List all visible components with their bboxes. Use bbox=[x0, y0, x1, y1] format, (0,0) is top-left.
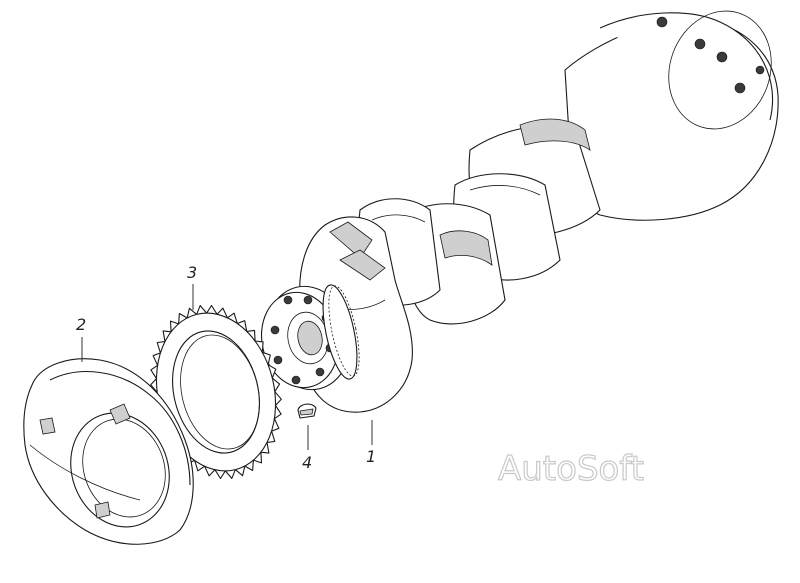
counterweight-drawing bbox=[23, 358, 194, 545]
callout-4: 4 bbox=[302, 453, 312, 472]
gear-ring-drawing bbox=[150, 304, 282, 480]
key-drawing bbox=[297, 403, 317, 419]
callout-2: 2 bbox=[76, 315, 86, 334]
crankshaft-drawing bbox=[260, 10, 779, 413]
callout-3: 3 bbox=[187, 263, 197, 282]
watermark-logo: AutoSoft bbox=[498, 449, 644, 489]
callout-1: 1 bbox=[366, 447, 376, 466]
